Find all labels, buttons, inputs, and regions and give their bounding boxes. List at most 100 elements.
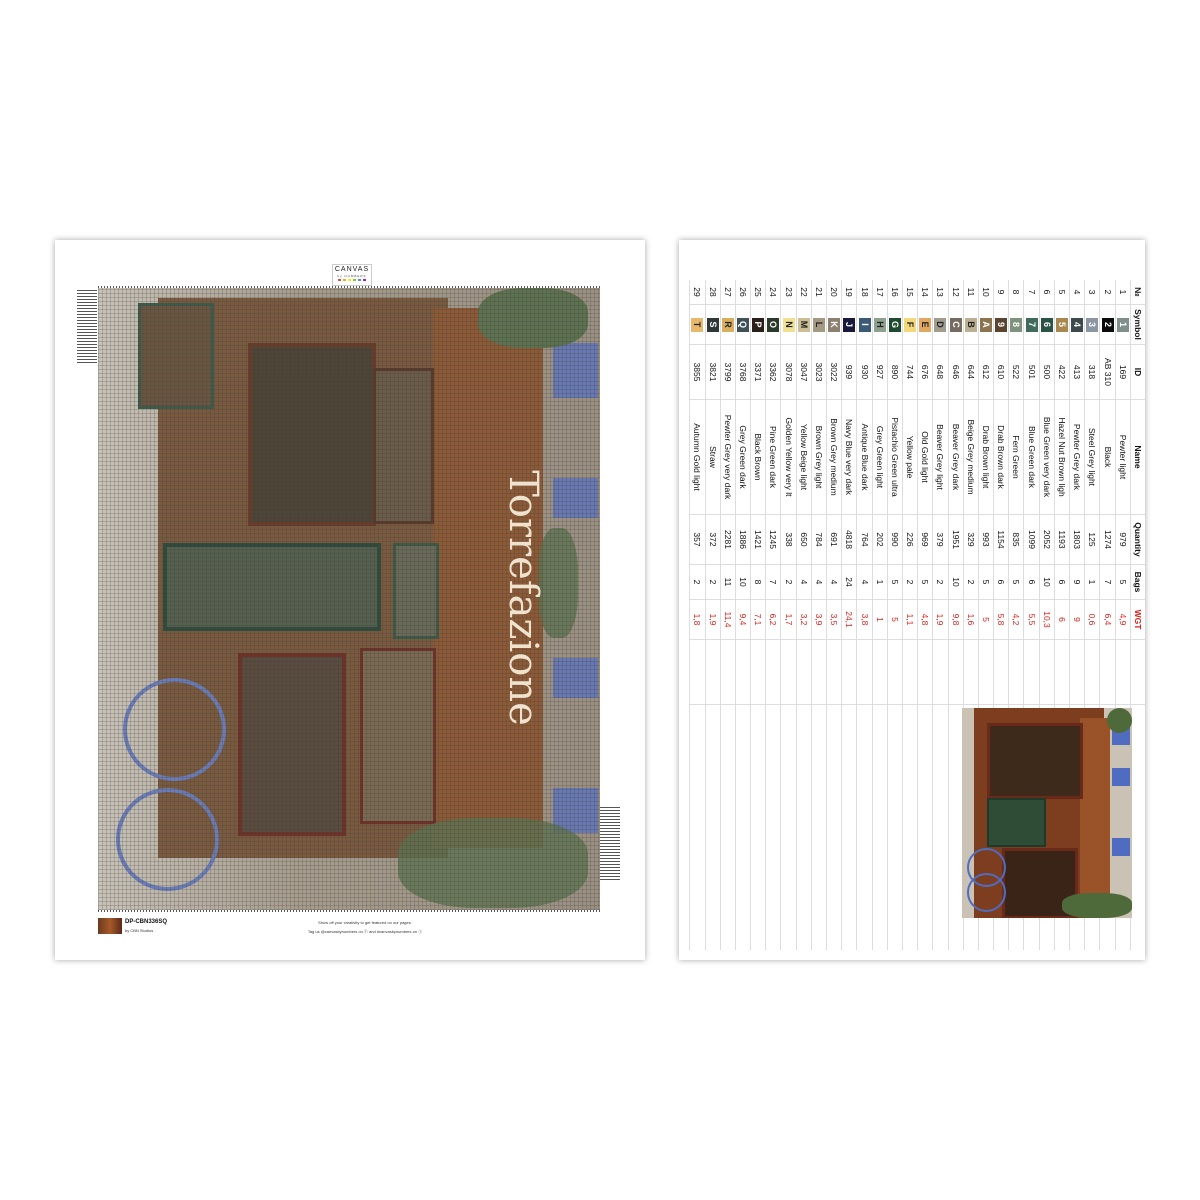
cell-bags: 5 <box>978 565 994 600</box>
empty-cell <box>690 640 705 705</box>
cell-id: 3047 <box>796 345 811 400</box>
cell-name: Yellow pale <box>903 400 918 515</box>
cell-no: 7 <box>1024 280 1039 305</box>
cell-id: 422 <box>1054 345 1070 400</box>
symbol-swatch: B <box>964 317 977 332</box>
sign-text: Torrefazione <box>500 470 546 726</box>
cell-wgt: 5,5 <box>1024 600 1039 640</box>
cell-id: 3078 <box>781 345 796 400</box>
cell-quantity: 329 <box>963 515 978 565</box>
cell-id: 413 <box>1070 345 1085 400</box>
empty-cell <box>827 705 841 950</box>
empty-cell <box>751 705 765 950</box>
cell-bags: 6 <box>994 565 1009 600</box>
cell-quantity: 979 <box>1115 515 1130 565</box>
cell-quantity: 379 <box>933 515 948 565</box>
pattern-canvas[interactable]: Torrefazione <box>98 288 600 910</box>
cell-name: Golden Yellow very lt <box>781 400 796 515</box>
empty-cell <box>873 705 887 950</box>
cell-bags: 6 <box>1054 565 1070 600</box>
cell-symbol: L <box>811 305 827 345</box>
empty-cell <box>963 640 978 705</box>
symbol-swatch: 6 <box>1040 317 1053 332</box>
empty-cell <box>994 640 1009 705</box>
cell-symbol: Q <box>735 305 751 345</box>
cell-name: Black <box>1100 400 1115 515</box>
logo-dot <box>358 279 361 281</box>
cell-wgt: 9,8 <box>948 600 963 640</box>
empty-cell <box>766 705 780 950</box>
cell-bags: 4 <box>857 565 872 600</box>
symbol-swatch: A <box>980 317 993 332</box>
cell-wgt: 4,2 <box>1009 600 1024 640</box>
cell-wgt: 3,5 <box>827 600 842 640</box>
cell-wgt: 1,8 <box>690 600 705 640</box>
cell-name: Black Brown <box>751 400 766 515</box>
symbol-swatch: S <box>706 317 719 332</box>
header-id: ID <box>1130 345 1145 400</box>
cell-wgt: 1,9 <box>705 600 720 640</box>
cell-quantity: 1154 <box>994 515 1009 565</box>
cell-quantity: 691 <box>827 515 842 565</box>
symbol-swatch: F <box>904 317 917 332</box>
cell-bags: 2 <box>690 565 705 600</box>
cell-symbol: 5 <box>1054 305 1070 345</box>
cell-wgt: 5,8 <box>994 600 1009 640</box>
cell-bags: 2 <box>705 565 720 600</box>
cell-symbol: G <box>887 305 902 345</box>
cell-quantity: 1886 <box>735 515 751 565</box>
cell-quantity: 1951 <box>948 515 963 565</box>
empty-cell <box>933 640 948 705</box>
cell-quantity: 990 <box>887 515 902 565</box>
pattern-page: CANVAS by NUMBERS Torrefazione DP-CBN336… <box>55 240 645 960</box>
cell-symbol: 3 <box>1085 305 1100 345</box>
cell-symbol: K <box>827 305 842 345</box>
cell-wgt: 4,8 <box>918 600 933 640</box>
cell-no: 9 <box>994 280 1009 305</box>
empty-cell <box>812 705 826 950</box>
cell-no: 26 <box>735 280 751 305</box>
cell-quantity: 226 <box>903 515 918 565</box>
cell-bags: 2 <box>933 565 948 600</box>
cell-name: Beaver Grey light <box>933 400 948 515</box>
cell-quantity: 993 <box>978 515 994 565</box>
cell-bags: 10 <box>735 565 751 600</box>
cell-wgt: 7,1 <box>751 600 766 640</box>
cell-wgt: 9 <box>1070 600 1085 640</box>
product-thumbnail <box>98 918 122 934</box>
cell-name: Grey Green light <box>872 400 887 515</box>
cell-id: 318 <box>1085 345 1100 400</box>
cell-wgt: 1,9 <box>933 600 948 640</box>
logo-dot <box>338 279 341 281</box>
empty-cell <box>751 640 766 705</box>
cell-wgt: 6,4 <box>1100 600 1115 640</box>
cell-name: Old Gold light <box>918 400 933 515</box>
cell-symbol: S <box>705 305 720 345</box>
canvas-by-numbers-logo: CANVAS by NUMBERS <box>332 264 372 286</box>
empty-cell <box>782 705 796 950</box>
cell-quantity: 2281 <box>720 515 735 565</box>
symbol-swatch: T <box>691 317 704 332</box>
cell-no: 21 <box>811 280 827 305</box>
symbol-swatch: I <box>858 317 871 332</box>
empty-cell <box>918 705 932 950</box>
cell-id: 646 <box>948 345 963 400</box>
cell-quantity: 1099 <box>1024 515 1039 565</box>
cell-name: Brown Grey medium <box>827 400 842 515</box>
cell-id: 3023 <box>811 345 827 400</box>
cell-id: 648 <box>933 345 948 400</box>
cell-quantity: 650 <box>796 515 811 565</box>
cell-id: 3768 <box>735 345 751 400</box>
symbol-swatch: 3 <box>1086 317 1099 332</box>
cell-quantity: 764 <box>857 515 872 565</box>
cell-no: 17 <box>872 280 887 305</box>
empty-cell <box>1024 640 1039 705</box>
cell-no: 13 <box>933 280 948 305</box>
cell-name: Navy Blue very dark <box>842 400 857 515</box>
logo-title: CANVAS <box>334 266 370 273</box>
cell-bags: 5 <box>1115 565 1130 600</box>
